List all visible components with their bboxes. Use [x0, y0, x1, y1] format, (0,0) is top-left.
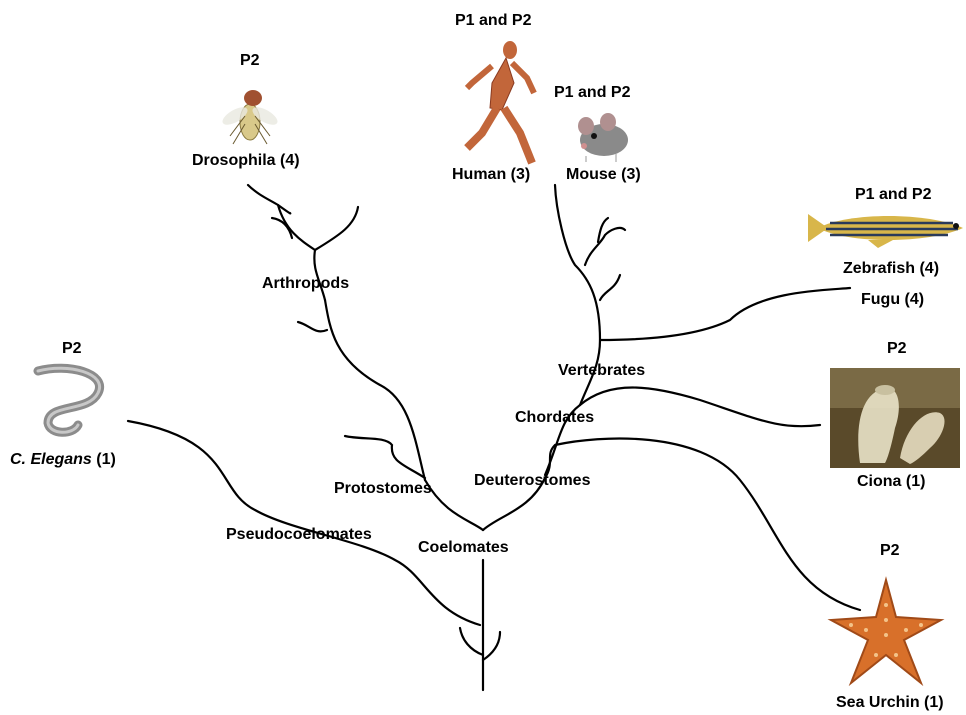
- clade-protostomes: Protostomes: [334, 480, 432, 498]
- human-image: [462, 38, 542, 168]
- mouse-image: [572, 106, 634, 164]
- drosophila-name-label: Drosophila (4): [192, 152, 300, 170]
- celegans-image: [28, 363, 122, 438]
- ciona-phase-label: P2: [887, 340, 907, 358]
- mouse-name-label: Mouse (3): [566, 166, 641, 184]
- clade-pseudocoelomates: Pseudocoelomates: [226, 526, 372, 544]
- celegans-count: (1): [92, 451, 116, 468]
- zebrafish-name-label: Zebrafish (4): [843, 260, 939, 278]
- human-phase-label: P1 and P2: [455, 12, 531, 30]
- celegans-phase-label: P2: [62, 340, 82, 358]
- fugu-name-label: Fugu (4): [861, 291, 924, 309]
- zebrafish-image: [808, 206, 966, 250]
- clade-chordates: Chordates: [515, 409, 594, 427]
- drosophila-phase-label: P2: [240, 52, 260, 70]
- seaurchin-name-label: Sea Urchin (1): [836, 694, 944, 712]
- ciona-image: [830, 368, 960, 468]
- seaurchin-phase-label: P2: [880, 542, 900, 560]
- celegans-species-name: C. Elegans: [10, 451, 92, 468]
- drosophila-image: [205, 76, 300, 148]
- ciona-name-label: Ciona (1): [857, 473, 925, 491]
- branch-pseudocoelomates: [128, 421, 480, 625]
- human-name-label: Human (3): [452, 166, 530, 184]
- zebrafish-phase-label: P1 and P2: [855, 186, 931, 204]
- celegans-name-label: C. Elegans (1): [10, 451, 116, 469]
- clade-arthropods: Arthropods: [262, 275, 349, 293]
- clade-coelomates: Coelomates: [418, 539, 509, 557]
- mouse-phase-label: P1 and P2: [554, 84, 630, 102]
- clade-vertebrates: Vertebrates: [558, 362, 645, 380]
- seaurchin-image: [826, 575, 946, 690]
- clade-deuterostomes: Deuterostomes: [474, 472, 590, 490]
